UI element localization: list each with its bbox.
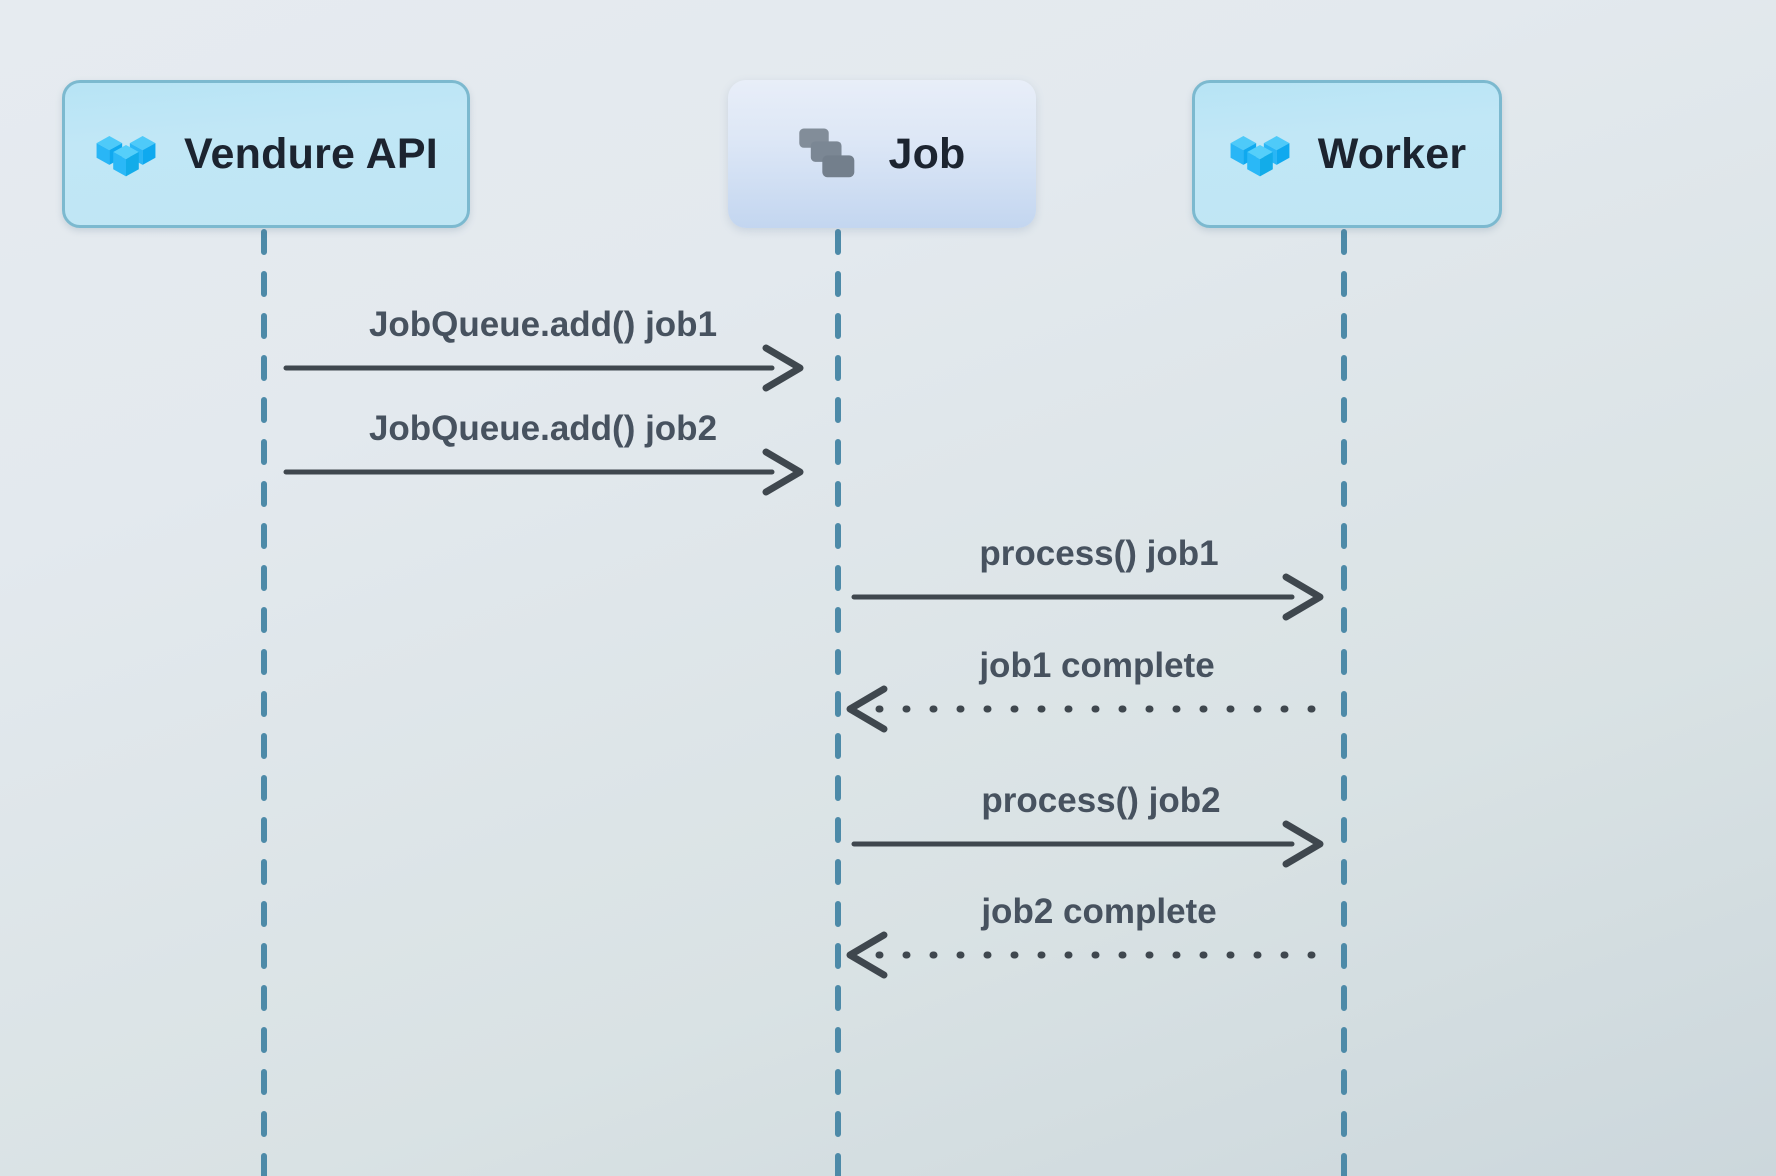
participant-label: Worker: [1317, 129, 1467, 178]
participant-label: Vendure API: [184, 129, 438, 178]
message-label-msg-6: job2 complete: [981, 892, 1217, 931]
message-label-msg-1: JobQueue.add() job1: [368, 305, 718, 344]
participant-box-job[interactable]: Job: [728, 80, 1036, 228]
stacked-cards-icon: [798, 126, 862, 181]
lifelines-group: [261, 229, 1347, 1176]
vendure-cubes-icon: [1228, 129, 1292, 179]
message-arrow-msg-5: [851, 820, 1324, 868]
participant-label: Job: [888, 129, 966, 178]
message-label-msg-4: job1 complete: [979, 646, 1215, 685]
message-arrow-msg-3: [851, 573, 1324, 621]
message-arrow-msg-6: [846, 931, 1316, 979]
messages-group: [283, 344, 1324, 979]
message-label-msg-5: process() job2: [981, 781, 1221, 820]
arrowhead-icon: [762, 344, 804, 392]
participant-box-vendure-api[interactable]: Vendure API: [62, 80, 470, 228]
message-arrow-msg-2: [283, 448, 804, 496]
arrowhead-icon: [1282, 820, 1324, 868]
message-label-msg-3: process() job1: [979, 534, 1219, 573]
message-label-msg-2: JobQueue.add() job2: [368, 409, 718, 448]
arrowhead-icon: [846, 931, 888, 979]
participant-box-worker[interactable]: Worker: [1192, 80, 1502, 228]
arrowhead-icon: [762, 448, 804, 496]
vendure-cubes-icon: [94, 129, 158, 179]
message-arrow-msg-1: [283, 344, 804, 392]
arrowhead-icon: [846, 685, 888, 733]
message-arrow-msg-4: [846, 685, 1316, 733]
arrowhead-icon: [1282, 573, 1324, 621]
